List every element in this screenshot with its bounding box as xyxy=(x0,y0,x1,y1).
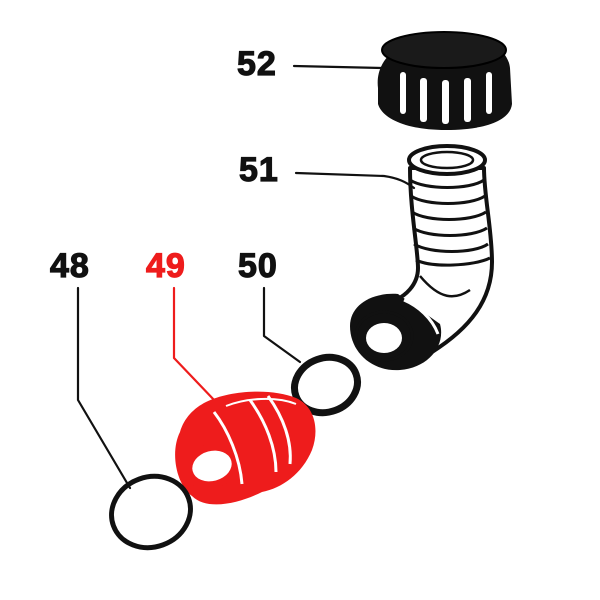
leader-line-52 xyxy=(292,64,384,70)
part-51-elbow-hose[interactable] xyxy=(350,144,494,371)
part-50-o-ring[interactable] xyxy=(287,349,366,422)
leader-line-50 xyxy=(262,286,302,364)
leader-line-48 xyxy=(76,286,132,490)
callout-50[interactable]: 50 xyxy=(237,246,278,285)
part-49-adapter-fitting[interactable] xyxy=(175,391,316,505)
callout-51[interactable]: 51 xyxy=(238,150,279,189)
part-48-gasket-ring[interactable] xyxy=(101,465,200,558)
callout-49[interactable]: 49 xyxy=(145,246,186,285)
leader-line-49 xyxy=(172,286,218,404)
callout-52[interactable]: 52 xyxy=(236,44,277,83)
callout-48[interactable]: 48 xyxy=(49,246,90,285)
leader-line-51 xyxy=(294,171,416,190)
part-52-cap[interactable] xyxy=(377,31,512,130)
